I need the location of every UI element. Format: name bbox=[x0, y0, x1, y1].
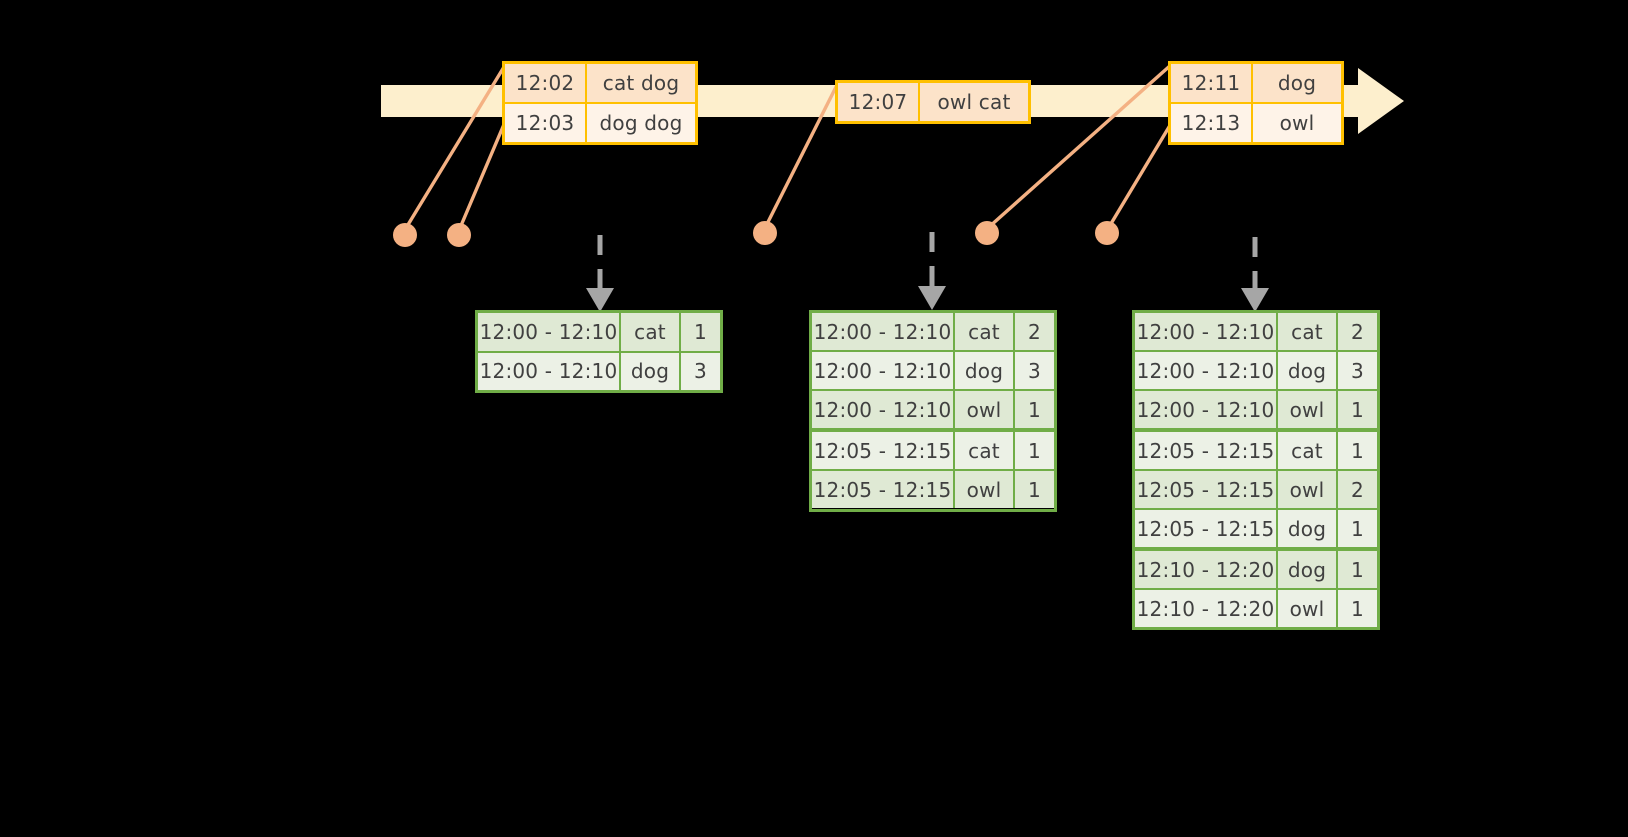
cell-word: cat bbox=[955, 432, 1015, 470]
cell-word: owl bbox=[1278, 590, 1338, 627]
event-time: 12:07 bbox=[838, 83, 920, 121]
event-words: owl cat bbox=[920, 83, 1028, 121]
cell-word: dog bbox=[621, 352, 681, 390]
cell-word: dog bbox=[1278, 352, 1338, 389]
cell-count: 1 bbox=[1338, 551, 1377, 588]
cell-count: 1 bbox=[1015, 471, 1054, 509]
cell-window: 12:00 - 12:10 bbox=[812, 352, 955, 390]
connector-line-3 bbox=[764, 80, 841, 227]
cell-count: 1 bbox=[1015, 432, 1054, 470]
emit-arrowhead-1 bbox=[586, 288, 614, 312]
cell-word: dog bbox=[1278, 510, 1338, 547]
cell-count: 3 bbox=[681, 352, 720, 390]
event-dot bbox=[1095, 221, 1119, 245]
timeline-event-row: 12:03 dog dog bbox=[505, 102, 695, 142]
cell-window: 12:00 - 12:10 bbox=[478, 352, 621, 390]
event-dot bbox=[975, 221, 999, 245]
timeline-event-box-1: 12:02 cat dog 12:03 dog dog bbox=[502, 61, 698, 145]
cell-word: dog bbox=[1278, 551, 1338, 588]
cell-count: 3 bbox=[1338, 352, 1377, 389]
cell-count: 1 bbox=[1338, 510, 1377, 547]
emit-arrowhead-2 bbox=[918, 286, 946, 310]
event-time: 12:03 bbox=[505, 104, 587, 142]
cell-word: owl bbox=[1278, 391, 1338, 428]
connector-dots bbox=[393, 221, 1119, 247]
event-time: 12:02 bbox=[505, 64, 587, 102]
cell-window: 12:00 - 12:10 bbox=[478, 313, 621, 351]
event-words: cat dog bbox=[587, 64, 695, 102]
event-dot bbox=[753, 221, 777, 245]
connector-line-2 bbox=[458, 121, 507, 229]
event-dot bbox=[393, 223, 417, 247]
cell-window: 12:00 - 12:10 bbox=[812, 313, 955, 351]
cell-count: 1 bbox=[1338, 432, 1377, 469]
emit-arrowheads bbox=[586, 286, 1269, 312]
cell-window: 12:10 - 12:20 bbox=[1135, 551, 1278, 588]
timeline-event-box-2: 12:07 owl cat bbox=[835, 80, 1031, 124]
event-words: dog dog bbox=[587, 104, 695, 142]
cell-window: 12:00 - 12:10 bbox=[812, 391, 955, 429]
timeline-event-row: 12:07 owl cat bbox=[838, 83, 1028, 121]
event-time: 12:11 bbox=[1171, 64, 1253, 102]
cell-word: cat bbox=[1278, 313, 1338, 350]
cell-word: dog bbox=[955, 352, 1015, 390]
timeline-event-row: 12:13 owl bbox=[1171, 102, 1341, 142]
cell-window: 12:00 - 12:10 bbox=[1135, 313, 1278, 350]
cell-window: 12:05 - 12:15 bbox=[812, 432, 955, 470]
event-dot bbox=[447, 223, 471, 247]
cell-count: 3 bbox=[1015, 352, 1054, 390]
emit-arrowhead-3 bbox=[1241, 288, 1269, 312]
cell-count: 1 bbox=[1015, 391, 1054, 429]
timeline-event-box-3: 12:11 dog 12:13 owl bbox=[1168, 61, 1344, 145]
cell-window: 12:05 - 12:15 bbox=[812, 471, 955, 509]
event-words: owl bbox=[1253, 104, 1341, 142]
cell-window: 12:00 - 12:10 bbox=[1135, 391, 1278, 428]
event-words: dog bbox=[1253, 64, 1341, 102]
cell-window: 12:00 - 12:10 bbox=[1135, 352, 1278, 389]
connector-line-1 bbox=[404, 61, 509, 229]
cell-window: 12:05 - 12:15 bbox=[1135, 471, 1278, 508]
cell-window: 12:10 - 12:20 bbox=[1135, 590, 1278, 627]
cell-count: 2 bbox=[1338, 471, 1377, 508]
emit-arrows bbox=[597, 232, 1258, 288]
cell-word: owl bbox=[955, 391, 1015, 429]
cell-word: owl bbox=[955, 471, 1015, 509]
cell-word: cat bbox=[1278, 432, 1338, 469]
cell-count: 1 bbox=[1338, 391, 1377, 428]
cell-count: 1 bbox=[681, 313, 720, 351]
timeline-event-row: 12:02 cat dog bbox=[505, 64, 695, 102]
cell-window: 12:05 - 12:15 bbox=[1135, 510, 1278, 547]
cell-count: 2 bbox=[1015, 313, 1054, 351]
timeline-event-row: 12:11 dog bbox=[1171, 64, 1341, 102]
cell-window: 12:05 - 12:15 bbox=[1135, 432, 1278, 469]
cell-word: cat bbox=[955, 313, 1015, 351]
cell-word: cat bbox=[621, 313, 681, 351]
event-time: 12:13 bbox=[1171, 104, 1253, 142]
cell-word: owl bbox=[1278, 471, 1338, 508]
connector-line-5 bbox=[1107, 121, 1174, 228]
cell-count: 1 bbox=[1338, 590, 1377, 627]
cell-count: 2 bbox=[1338, 313, 1377, 350]
